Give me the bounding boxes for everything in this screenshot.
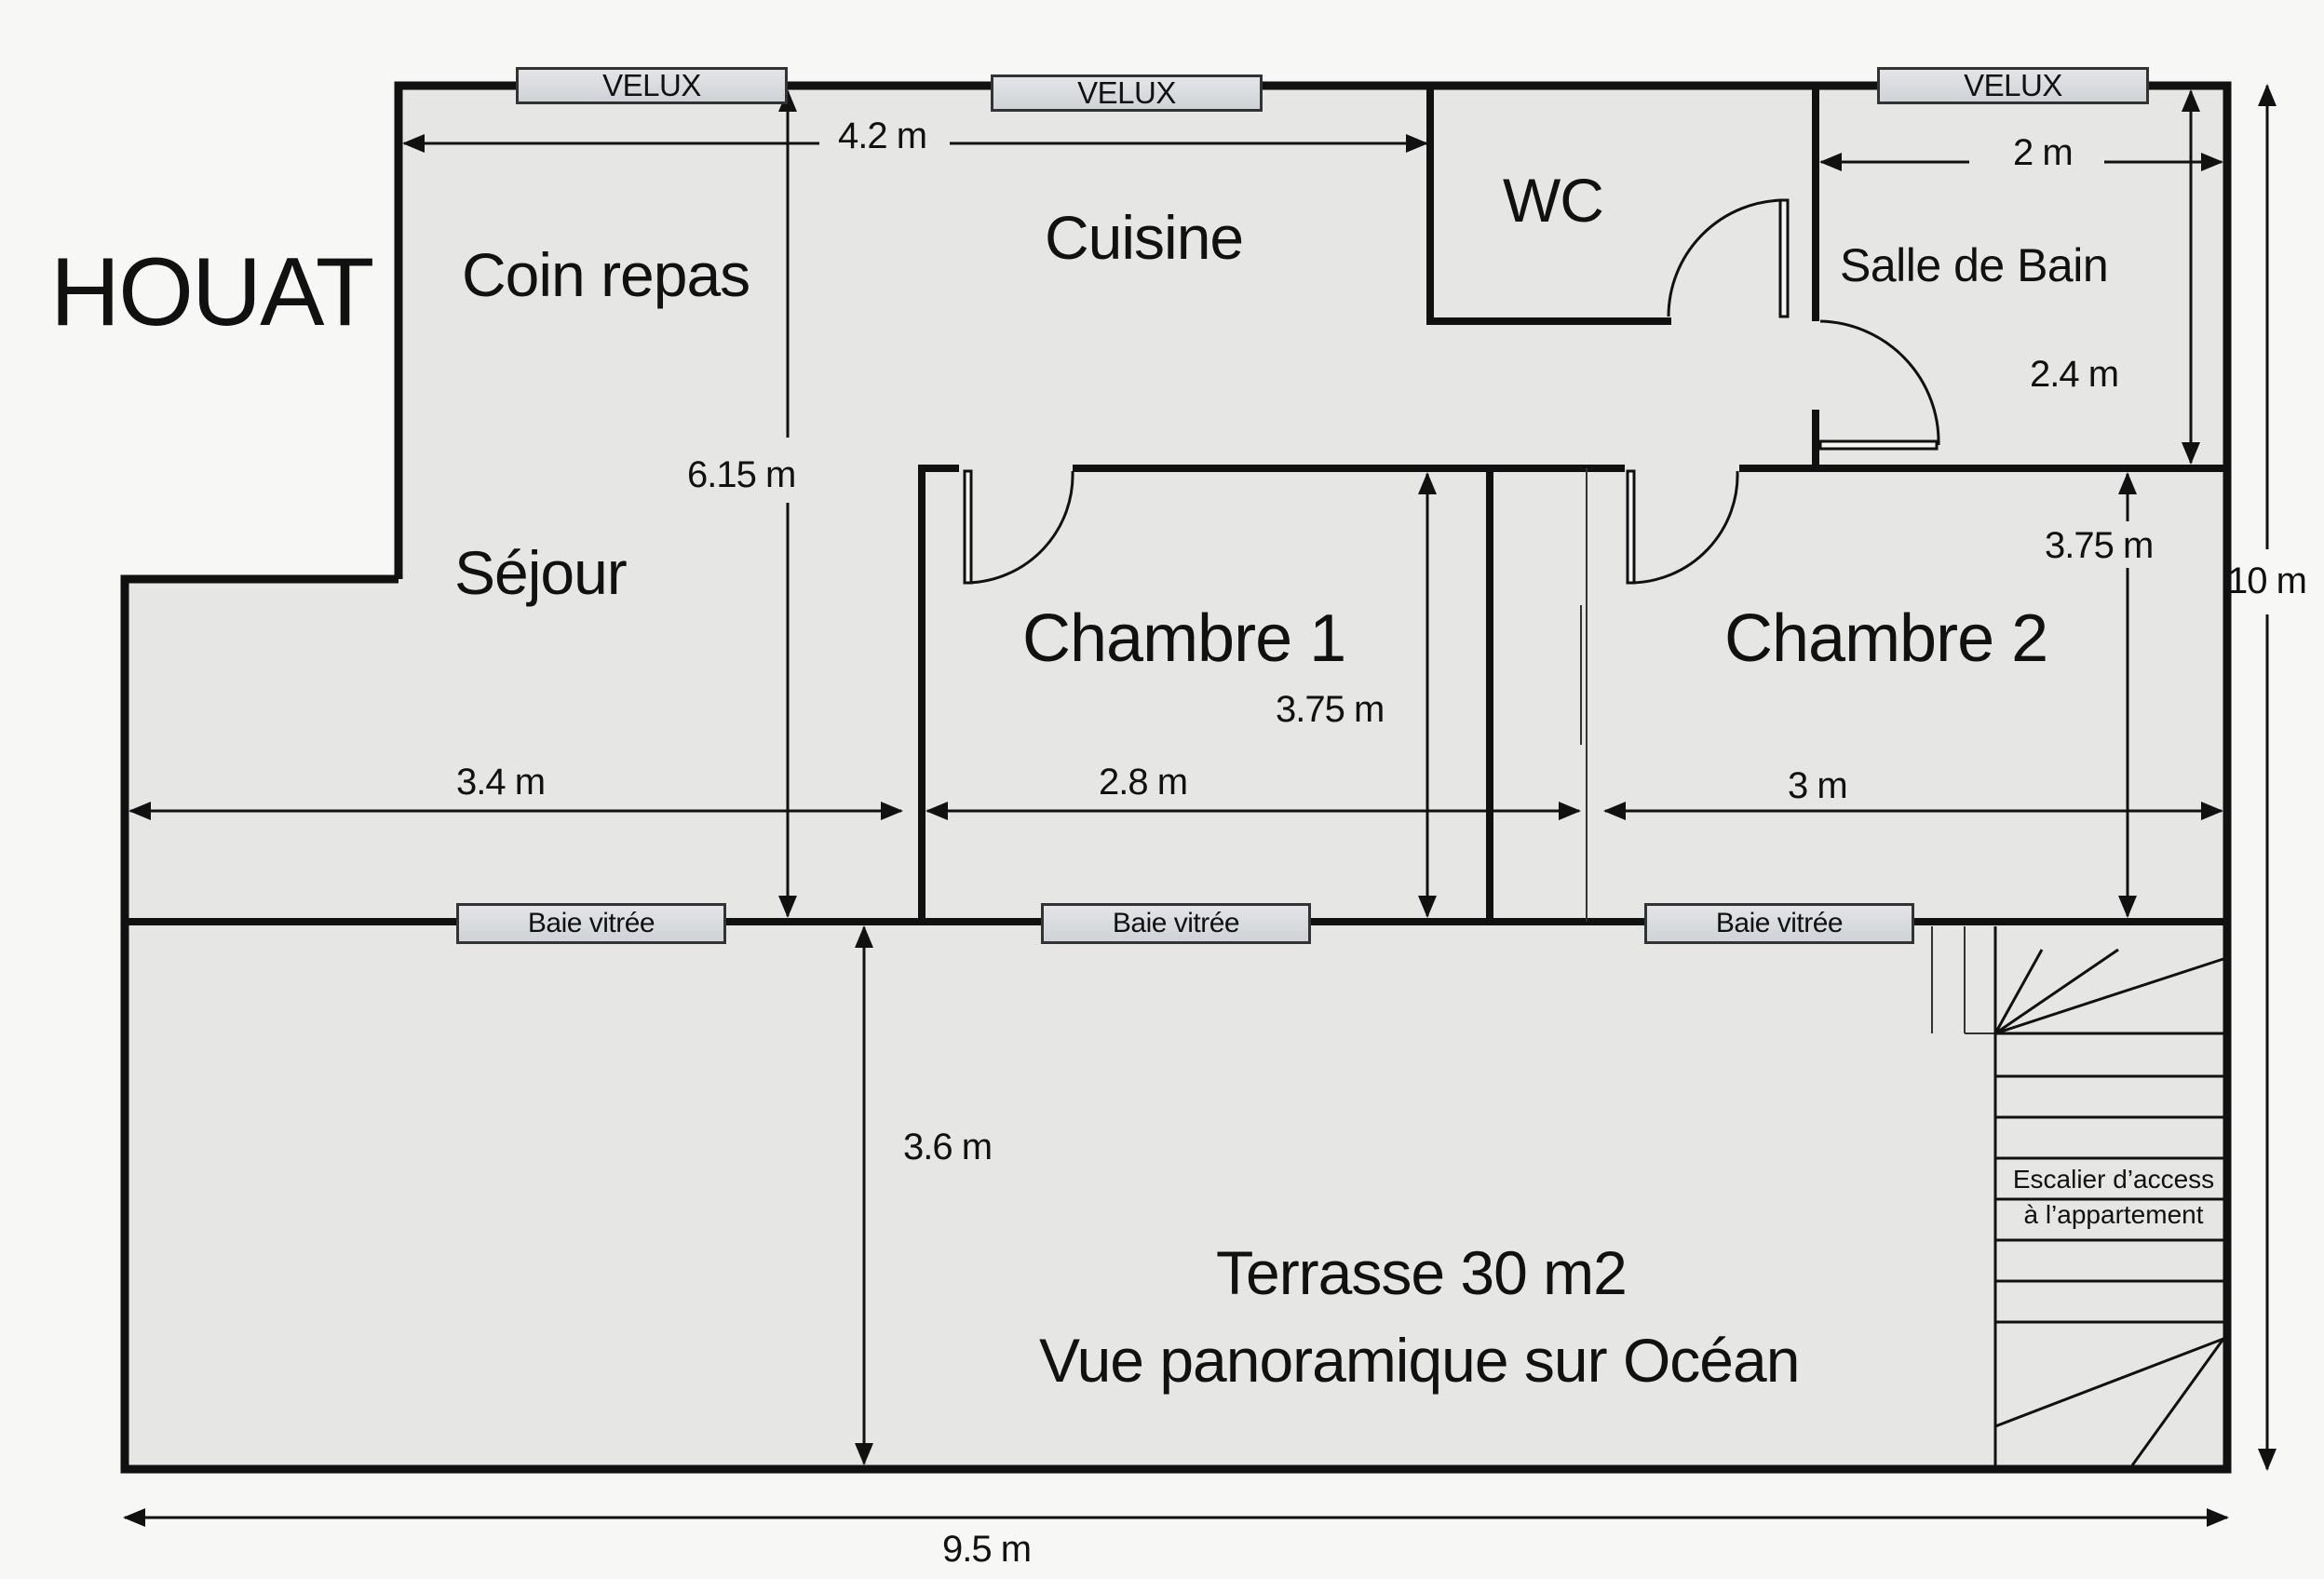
baie-vitree-3: Baie vitrée xyxy=(1644,903,1914,944)
plan-title: HOUAT xyxy=(50,238,374,346)
room-label-sejour: Séjour xyxy=(454,538,628,607)
dim-label-total-height: 10 m xyxy=(2227,560,2307,601)
dim-label-chambre2-width: 3 m xyxy=(1788,765,1848,806)
baie-vitree-2: Baie vitrée xyxy=(1041,903,1311,944)
velux-window-3: VELUX xyxy=(1877,67,2149,104)
velux-window-2: VELUX xyxy=(991,74,1263,112)
escalier-line-1: Escalier d’access xyxy=(2012,1165,2215,1194)
dim-label-sejour-height: 6.15 m xyxy=(687,454,796,495)
dim-label-terrasse-depth: 3.6 m xyxy=(903,1127,993,1167)
dim-label-sdb-width: 2 m xyxy=(2013,132,2074,173)
dim-label-chambre1-height: 3.75 m xyxy=(1276,689,1385,730)
dim-label-sdb-height: 2.4 m xyxy=(2030,354,2119,395)
room-label-terrasse-view: Vue panoramique sur Océan xyxy=(1039,1326,1800,1395)
doors xyxy=(963,198,1940,585)
baie-vitree-1: Baie vitrée xyxy=(456,903,726,944)
dim-label-cuisine-width: 4.2 m xyxy=(838,115,927,156)
room-label-coin-repas: Coin repas xyxy=(462,240,750,309)
room-label-terrasse: Terrasse 30 m2 xyxy=(1216,1238,1628,1307)
outer-walls xyxy=(120,81,2232,1474)
room-label-chambre-2: Chambre 2 xyxy=(1724,601,2048,676)
room-label-escalier: Escalier d’access à l’appartement xyxy=(2007,1162,2220,1233)
thin-lines xyxy=(1580,468,1995,1034)
floor-area xyxy=(125,86,2227,1469)
room-label-wc: WC xyxy=(1503,166,1604,235)
room-label-salle-de-bain: Salle de Bain xyxy=(1840,239,2109,291)
dimension-lines xyxy=(123,84,2277,1527)
dim-label-chambre1-width: 2.8 m xyxy=(1099,762,1188,803)
escalier-line-2: à l’appartement xyxy=(2023,1199,2204,1229)
room-label-chambre-1: Chambre 1 xyxy=(1022,601,1346,676)
dim-label-sejour-width: 3.4 m xyxy=(456,762,546,803)
dim-label-chambre2-height: 3.75 m xyxy=(2045,525,2154,566)
velux-window-1: VELUX xyxy=(516,67,788,104)
room-label-cuisine: Cuisine xyxy=(1045,203,1244,272)
dim-label-total-width: 9.5 m xyxy=(942,1529,1032,1570)
staircase xyxy=(1993,926,2225,1469)
